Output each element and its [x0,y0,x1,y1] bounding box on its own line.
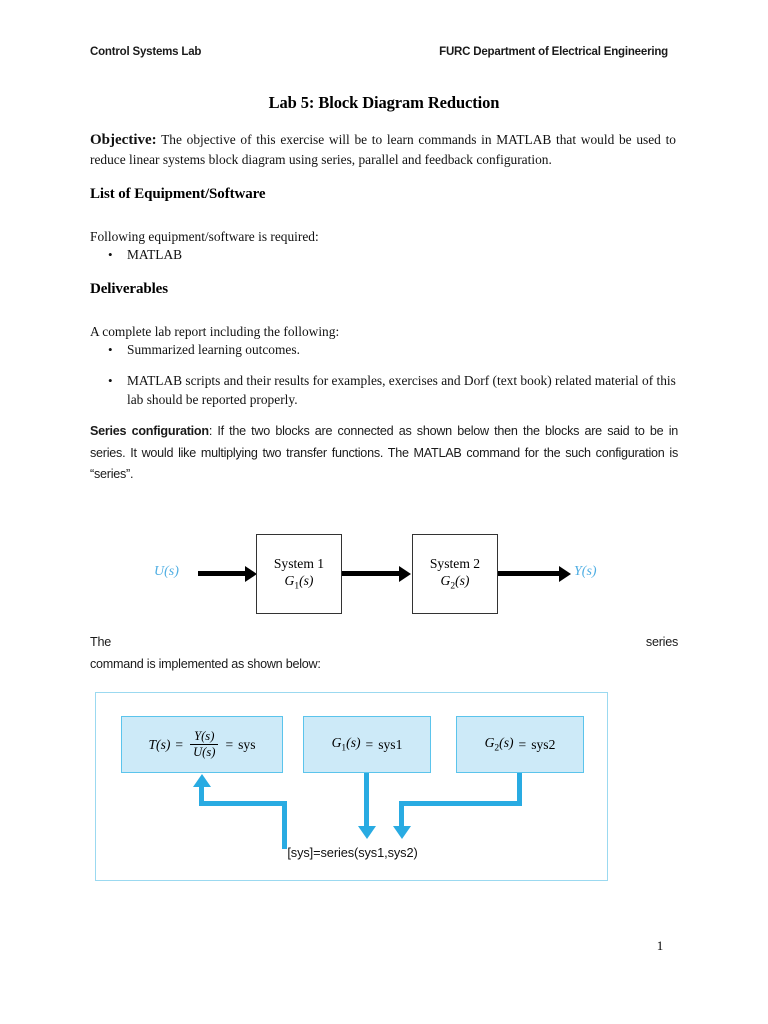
arrow-input-to-system1 [198,565,257,582]
fraction-y-over-u: Y(s) U(s) [190,728,219,759]
document-header: Control Systems Lab FURC Department of E… [90,46,678,62]
flow-box-transfer-function: T(s) = Y(s) U(s) = sys [121,716,283,773]
equation-t-of-s: T(s) = Y(s) U(s) = sys [148,728,256,759]
equation-equals-2: = [225,736,234,752]
flow-box-g2: G2(s) = sys2 [456,716,584,773]
block-system-1-transfer: G1(s) [284,573,314,592]
block-system-1-title: System 1 [273,556,325,571]
objective-text: The objective of this exercise will be t… [90,132,676,167]
connector-sys2-vertical-left [399,801,404,829]
series-configuration-paragraph: Series configuration: If the two blocks … [90,421,678,486]
equation-lhs: T(s) [148,736,171,752]
equation-g1-rhs: sys1 [378,736,403,752]
equipment-list: • MATLAB [90,245,676,273]
block-system-1: System 1 G1(s) [256,534,342,614]
deliverables-intro: A complete lab report including the foll… [90,324,340,339]
deliverables-list: • Summarized learning outcomes. • MATLAB… [90,340,676,421]
page-number: 1 [656,938,664,953]
block-system-2-title: System 2 [429,556,481,571]
equipment-intro: Following equipment/software is required… [90,229,319,244]
input-label-text: U(s) [154,564,179,579]
bullet-icon: • [108,247,113,262]
flowchart-caption: [sys]=series(sys1,sys2) [287,845,418,860]
equation-g2-equals: = [518,736,527,752]
equation-g2-symbol: G2(s) [484,735,514,754]
block-diagram-figure: U(s) System 1 G1(s) System 2 G2(s) Y(s) [140,524,630,628]
series-configuration-label: Series configuration [90,424,209,438]
equation-g1-equals: = [365,736,374,752]
header-right-text: FURC Department of Electrical Engineerin… [439,46,668,58]
block-system-2-transfer: G2(s) [440,573,470,592]
list-item: • MATLAB [90,245,676,264]
bullet-icon: • [108,373,113,388]
block-diagram-output-label: Y(s) [574,564,597,580]
list-item-text: Summarized learning outcomes. [127,342,300,357]
list-item-text: MATLAB [127,247,183,262]
series-configuration-text: : If the two blocks are connected as sho… [90,424,679,481]
objective-paragraph: Objective: The objective of this exercis… [90,130,676,169]
connector-sys-vertical-right [282,801,287,849]
equation-g1: G1(s) = sys1 [332,735,403,754]
list-item: • Summarized learning outcomes. [90,340,676,359]
block-system-2: System 2 G2(s) [412,534,498,614]
equation-g1-symbol: G1(s) [331,735,361,754]
bullet-icon: • [108,342,113,357]
connector-sys2-vertical-right [517,773,522,806]
equation-g2: G2(s) = sys2 [485,735,556,754]
block-diagram-input-label: U(s) [154,564,179,580]
caption-word-right: series [645,635,678,649]
connector-sys2-horizontal [399,801,522,806]
matlab-flowchart-panel: T(s) = Y(s) U(s) = sys G1(s) = sys1 G2(s… [95,692,608,881]
flow-box-g1: G1(s) = sys1 [303,716,431,773]
arrow-head-down-sys2-icon [392,826,411,839]
caption-word-left: The [90,635,111,649]
deliverables-heading: Deliverables [90,281,168,297]
output-label-text: Y(s) [574,564,597,579]
list-item: • MATLAB scripts and their results for e… [90,371,676,409]
arrow-system2-to-output [498,565,571,582]
arrow-system1-to-system2 [342,565,411,582]
header-left-text: Control Systems Lab [90,46,202,58]
fraction-numerator: Y(s) [194,728,215,743]
equipment-heading: List of Equipment/Software [90,186,266,202]
equation-rhs: sys [238,736,256,752]
objective-label: Objective: [90,132,157,148]
page-title: Lab 5: Block Diagram Reduction [268,93,500,112]
arrow-head-down-sys1-icon [357,826,376,839]
list-item-text: MATLAB scripts and their results for exa… [127,373,676,407]
arrow-head-up-icon [192,774,211,787]
caption-second-line: command is implemented as shown below: [90,657,321,671]
connector-sys1-vertical [364,773,369,829]
equation-equals-1: = [175,736,184,752]
fraction-denominator: U(s) [190,744,219,759]
connector-sys-horizontal [199,801,287,806]
connector-sys-vertical-left [199,786,204,806]
caption-justified-line: The series [90,632,678,654]
equation-g2-rhs: sys2 [531,736,556,752]
